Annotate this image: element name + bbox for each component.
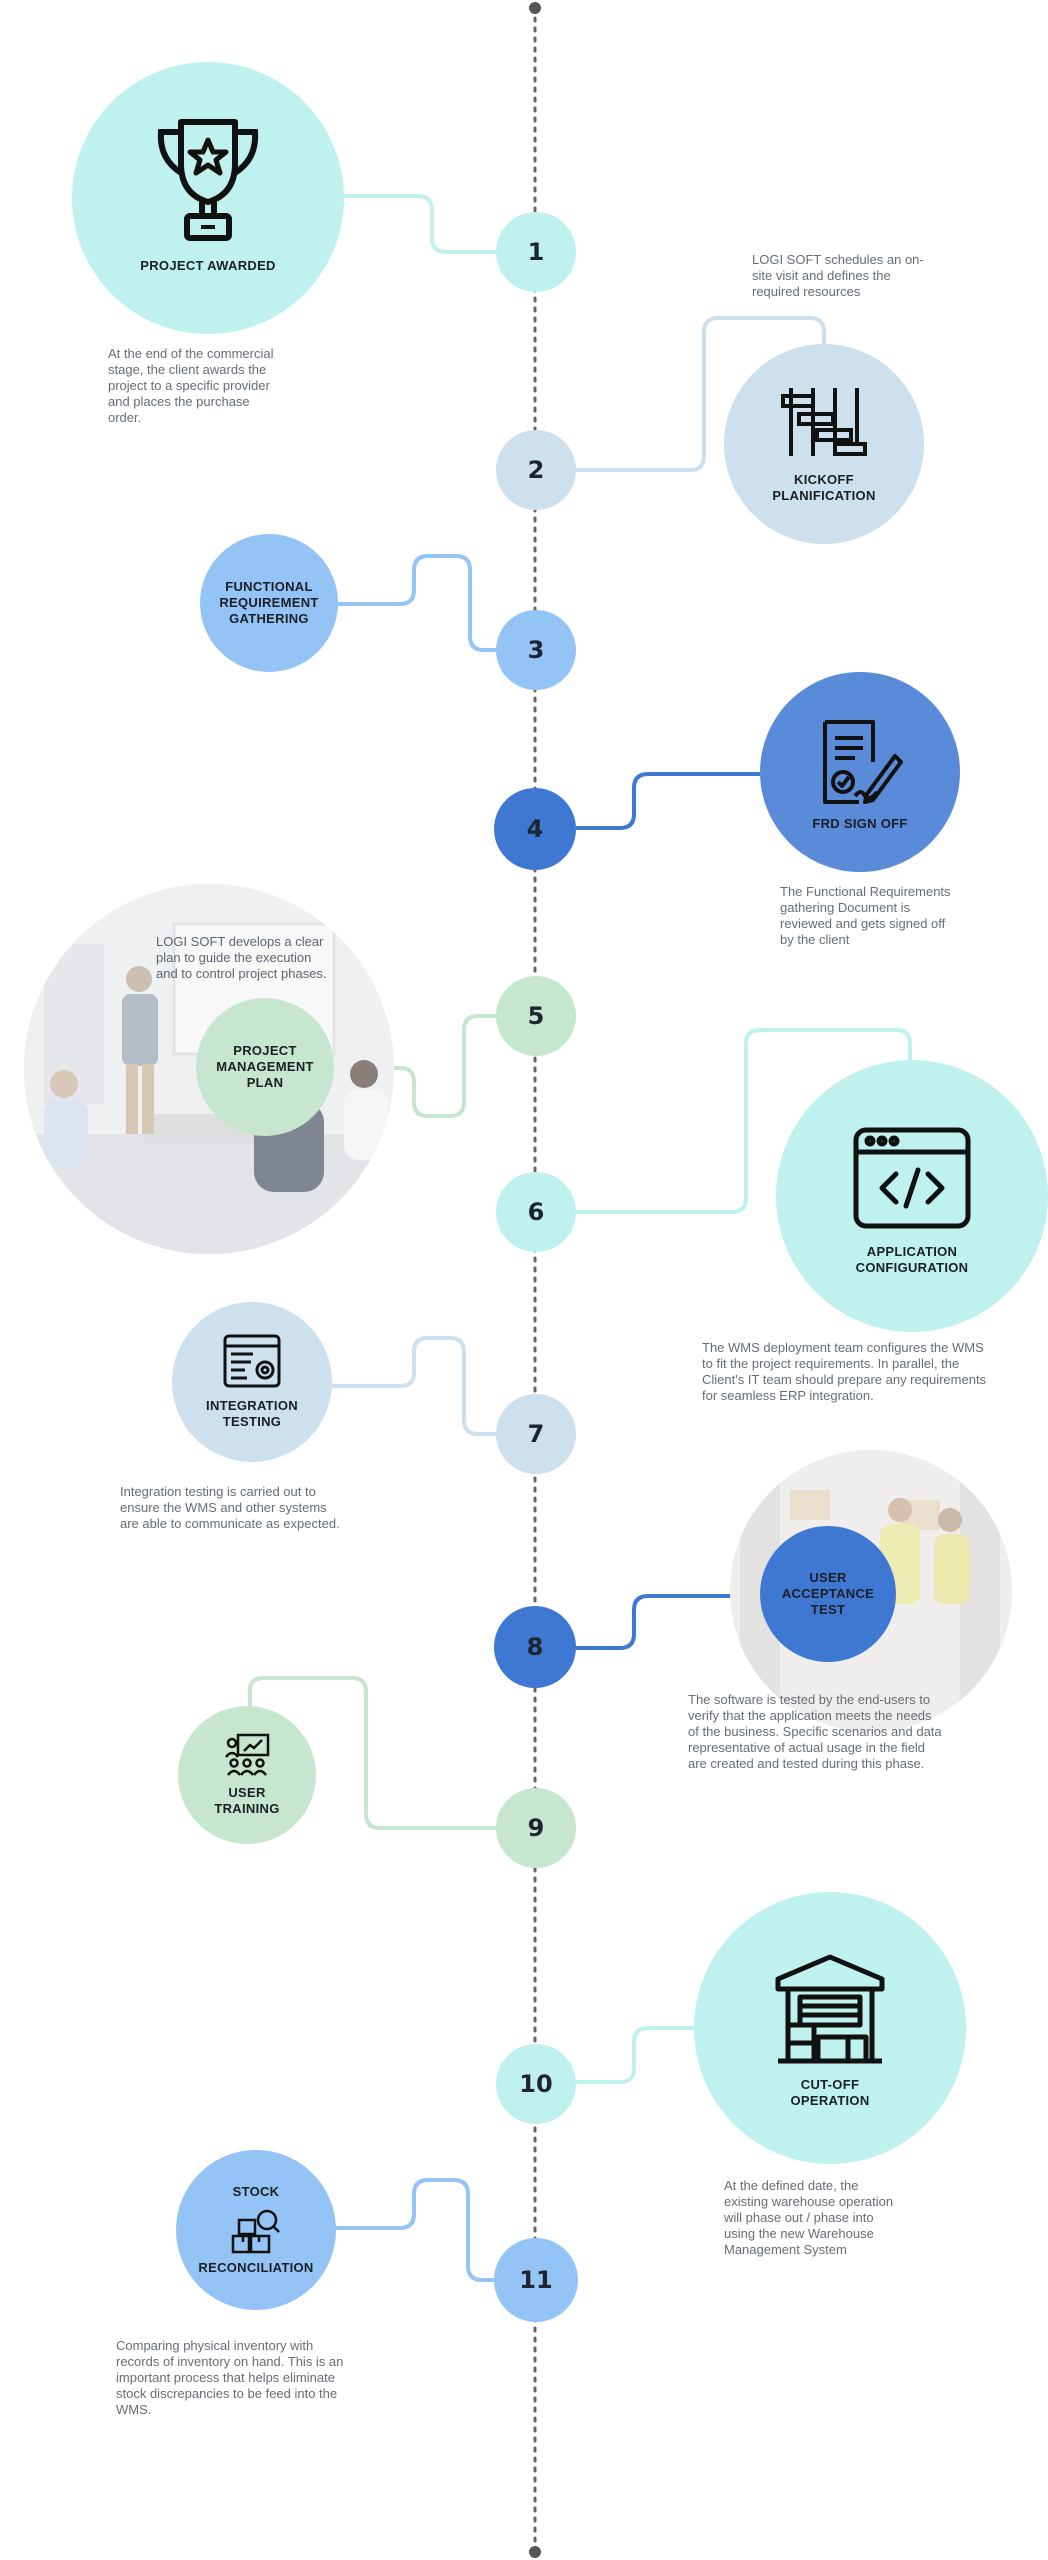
step-5-circle: PROJECT MANAGEMENT PLAN [196, 998, 334, 1136]
step-description: At the defined date, the existing wareho… [724, 2178, 894, 2257]
step-description: LOGI SOFT develops a clear plan to guide… [156, 934, 327, 981]
boxes-search-icon [231, 2209, 280, 2254]
step-description: LOGI SOFT schedules an on- site visit an… [752, 252, 924, 299]
step-number-4: 4 [494, 788, 576, 870]
step-description: Comparing physical inventory with record… [116, 2338, 344, 2417]
step-number-5: 5 [496, 976, 576, 1056]
warehouse-icon [775, 1954, 885, 2064]
step-title: PROJECT AWARDED [140, 258, 276, 273]
step-number-11: 11 [494, 2238, 578, 2322]
step-number-6: 6 [496, 1172, 576, 1252]
connector-3 [336, 554, 496, 652]
step-title: USER TRAINING [214, 1785, 280, 1816]
step-3-circle: FUNCTIONAL REQUIREMENT GATHERING [200, 534, 338, 672]
connector-2 [576, 316, 826, 472]
timeline-end-dot [529, 2546, 541, 2558]
trophy-icon [157, 119, 259, 241]
step-title: INTEGRATION TESTING [206, 1398, 298, 1429]
step-number-3: 3 [496, 610, 576, 690]
connector-9 [248, 1676, 496, 1830]
step-number-10: 10 [496, 2044, 576, 2124]
step-8-circle: USER ACCEPTANCE TEST [760, 1526, 896, 1662]
step-description: Integration testing is carried out to en… [120, 1484, 340, 1531]
step-description: The Functional Requirements gathering Do… [780, 884, 951, 947]
step-number-8: 8 [494, 1606, 576, 1688]
step-title: APPLICATION CONFIGURATION [855, 1244, 969, 1275]
step-10-circle: CUT-OFF OPERATION [694, 1892, 966, 2164]
timeline-start-dot [529, 2, 541, 14]
step-1-circle: PROJECT AWARDED [72, 62, 344, 334]
connector-4 [576, 772, 760, 830]
step-number-9: 9 [496, 1788, 576, 1868]
step-4-circle: FRD SIGN OFF [760, 672, 960, 872]
step-title: FUNCTIONAL REQUIREMENT GATHERING [219, 579, 319, 626]
step-title: FRD SIGN OFF [812, 816, 908, 831]
step-number-1: 1 [496, 212, 576, 292]
step-title: KICKOFF PLANIFICATION [772, 472, 876, 503]
signed-document-icon [823, 720, 903, 804]
connector-7 [332, 1336, 496, 1436]
code-window-icon [853, 1127, 971, 1229]
step-number-2: 2 [496, 430, 576, 510]
step-title-top: STOCK [232, 2184, 280, 2199]
step-title: USER ACCEPTANCE TEST [781, 1570, 875, 1617]
step-7-circle: INTEGRATION TESTING [172, 1302, 332, 1462]
step-description: At the end of the commercial stage, the … [108, 346, 274, 425]
presentation-training-icon [225, 1733, 270, 1776]
connector-10 [576, 2026, 696, 2084]
step-11-circle: STOCK RECONCILIATION [176, 2150, 336, 2310]
connector-11 [334, 2178, 496, 2282]
step-title: PROJECT MANAGEMENT PLAN [216, 1043, 314, 1090]
step-description: The software is tested by the end-users … [688, 1692, 942, 1771]
gantt-planning-icon [781, 388, 867, 456]
connector-8 [576, 1594, 760, 1650]
step-2-circle: KICKOFF PLANIFICATION [724, 344, 924, 544]
step-title: RECONCILIATION [198, 2260, 314, 2275]
step-description: The WMS deployment team configures the W… [702, 1340, 987, 1403]
step-9-circle: USER TRAINING [178, 1706, 316, 1844]
step-6-circle: APPLICATION CONFIGURATION [776, 1060, 1048, 1332]
step-number-7: 7 [496, 1394, 576, 1474]
connector-6 [576, 1028, 912, 1214]
settings-window-icon [223, 1334, 281, 1388]
connector-1 [344, 194, 496, 254]
connector-5 [336, 1014, 496, 1118]
step-title: CUT-OFF OPERATION [790, 2077, 870, 2108]
